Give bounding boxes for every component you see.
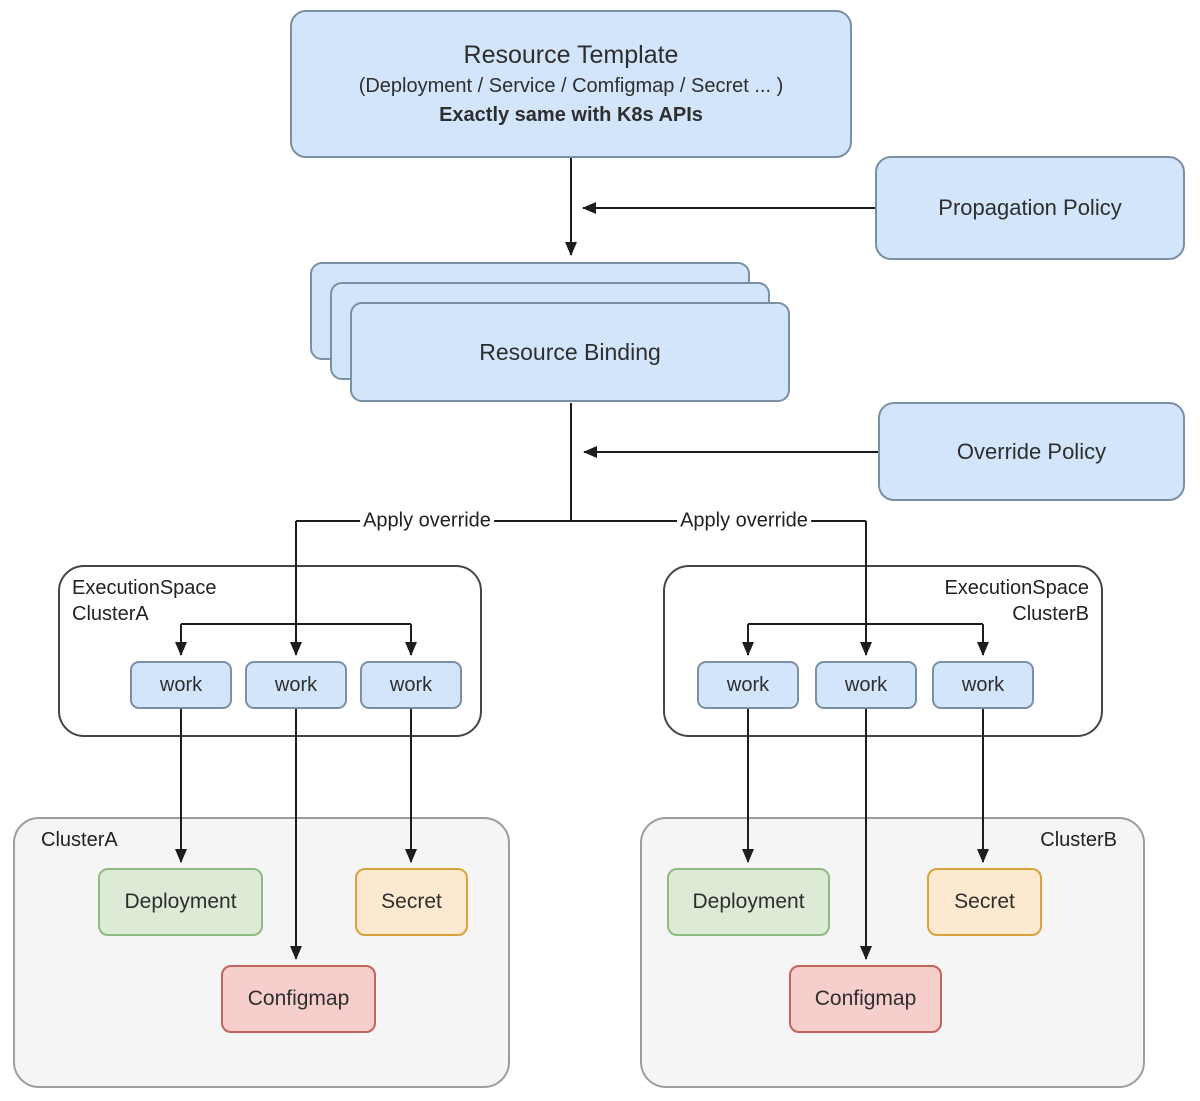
work-node-b1: work	[697, 661, 799, 709]
resource-template-node: Resource Template (Deployment / Service …	[290, 10, 852, 158]
work-node-b3: work	[932, 661, 1034, 709]
execution-space-cluster-a: ExecutionSpace ClusterA	[58, 565, 482, 737]
cluster-b-deployment-node: Deployment	[667, 868, 830, 936]
work-node-a1: work	[130, 661, 232, 709]
execution-space-cluster-b: ExecutionSpace ClusterB	[663, 565, 1103, 737]
resource-template-note: Exactly same with K8s APIs	[439, 104, 703, 126]
override-policy-node: Override Policy	[878, 402, 1185, 501]
work-node-a3: work	[360, 661, 462, 709]
cluster-a-box: ClusterA	[13, 817, 510, 1088]
execution-space-b-title: ExecutionSpace	[944, 577, 1089, 599]
cluster-b-label: ClusterB	[1040, 829, 1117, 851]
execution-space-b-cluster: ClusterB	[1012, 603, 1089, 625]
cluster-a-label: ClusterA	[41, 829, 118, 851]
work-node-b2: work	[815, 661, 917, 709]
propagation-policy-node: Propagation Policy	[875, 156, 1185, 260]
work-node-a2: work	[245, 661, 347, 709]
resource-template-subtitle: (Deployment / Service / Comfigmap / Secr…	[358, 75, 784, 97]
cluster-a-configmap-node: Configmap	[221, 965, 376, 1033]
cluster-b-secret-node: Secret	[927, 868, 1042, 936]
execution-space-b-label: ExecutionSpace ClusterB	[944, 575, 1089, 627]
cluster-b-box: ClusterB	[640, 817, 1145, 1088]
apply-override-label-left: Apply override	[360, 509, 494, 533]
execution-space-a-label: ExecutionSpace ClusterA	[72, 575, 217, 627]
cluster-b-configmap-node: Configmap	[789, 965, 942, 1033]
cluster-a-secret-node: Secret	[355, 868, 468, 936]
apply-override-label-right: Apply override	[677, 509, 811, 533]
execution-space-a-title: ExecutionSpace	[72, 577, 217, 599]
cluster-a-deployment-node: Deployment	[98, 868, 263, 936]
resource-binding-node: Resource Binding	[350, 302, 790, 402]
execution-space-a-cluster: ClusterA	[72, 603, 149, 625]
resource-template-title: Resource Template	[463, 41, 679, 69]
